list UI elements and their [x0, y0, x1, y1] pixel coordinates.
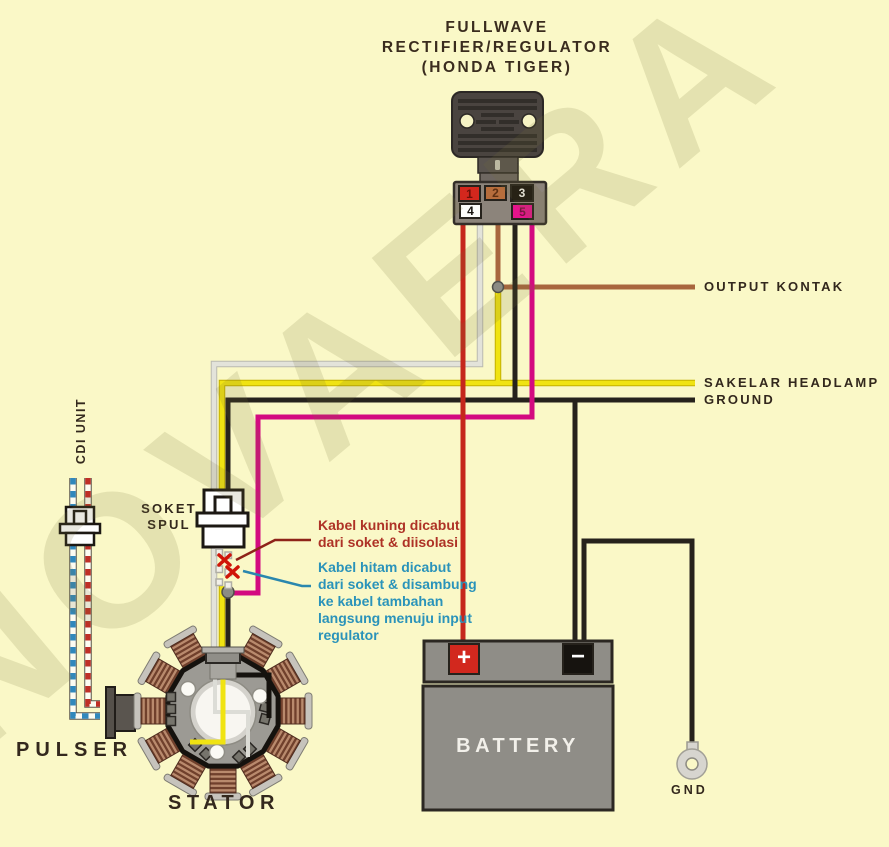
cdi-connector [58, 505, 102, 547]
soket-spul-connector [195, 488, 250, 549]
junction-dot-brown-yellow [491, 280, 505, 294]
connector-pin-4: 4 [459, 203, 482, 219]
connector-pin-5: 5 [511, 203, 534, 220]
label-pulser: PULSER [16, 739, 134, 761]
brown-wire [495, 224, 695, 290]
cut-mark-icon [217, 553, 240, 579]
connector-pin-2: 2 [484, 185, 507, 201]
battery-plus-terminal [448, 643, 480, 675]
title-line-1: FULLWAVE [445, 19, 549, 36]
title-line-3: (HONDA TIGER) [421, 59, 573, 76]
label-battery: BATTERY [456, 735, 580, 757]
label-gnd: GND [671, 783, 708, 797]
connector-pin-3: 3 [510, 184, 534, 202]
battery [421, 639, 615, 812]
label-soket-spul-line-1: SOKET [141, 501, 197, 516]
label-sakelar-headlamp: SAKELAR HEADLAMP [704, 375, 880, 390]
leader-line-black-note [242, 569, 311, 588]
stator-black-route [235, 672, 272, 718]
diagram-title: FULLWAVE RECTIFIER/REGULATOR (HONDA TIGE… [297, 18, 697, 78]
label-ground: GROUND [704, 392, 775, 407]
gnd-ring-terminal [676, 741, 708, 780]
battery-minus-terminal [562, 643, 594, 675]
label-soket-spul-line-2: SPUL [147, 517, 191, 532]
stator-white-route [213, 663, 250, 757]
title-line-2: RECTIFIER/REGULATOR [381, 39, 613, 56]
yellow-wire [218, 289, 695, 655]
label-stator: STATOR [168, 792, 280, 814]
note-yellow-wire-removed: Kabel kuning dicabut dari soket & diisol… [318, 517, 460, 550]
cdi-blue-dashed-wire [69, 478, 100, 720]
stator-wire-entry [201, 646, 245, 680]
leader-line-yellow-note [235, 538, 311, 562]
cdi-red-dashed-wire [84, 478, 100, 708]
label-cdi-unit: CDI UNIT [74, 397, 88, 465]
battery-minus-sign: − [570, 643, 585, 670]
connector-pin-1: 1 [458, 185, 481, 202]
label-soket-spul: SOKET SPUL [138, 501, 200, 533]
stator-yellow-route [190, 663, 226, 745]
note-black-wire-rerouted: Kabel hitam dicabut dari soket & disambu… [318, 559, 477, 643]
magenta-wire [231, 224, 535, 596]
label-output-kontak: OUTPUT KONTAK [704, 279, 845, 294]
battery-plus-sign: + [456, 644, 471, 671]
stator-assembly [133, 625, 313, 801]
rectifier-regulator [451, 91, 544, 174]
